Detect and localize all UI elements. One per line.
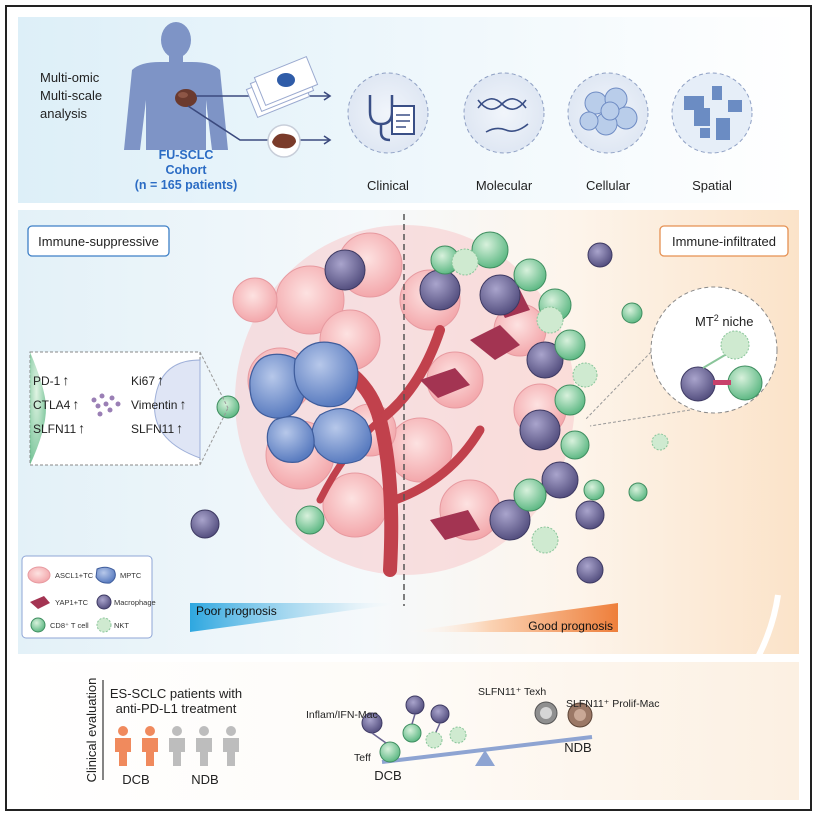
left-marker-ctla4: CTLA4↑	[33, 396, 79, 412]
up-arrow-icon: ↑	[176, 420, 183, 436]
inflam-ifn-mac-label: Inflam/IFN-Mac	[306, 709, 378, 721]
poor-prognosis-wedge	[190, 603, 404, 632]
cellular-circle	[567, 72, 649, 154]
macrophage-icon	[96, 594, 112, 610]
cohort-line-3: (n = 165 patients)	[135, 178, 237, 192]
left-marker-slfn11: SLFN11↑	[33, 420, 85, 436]
cytokine-dots	[91, 393, 121, 417]
poor-prognosis-label: Poor prognosis	[196, 604, 277, 618]
right-marker-ki67: Ki67↑	[131, 372, 164, 388]
tumor-icon	[175, 89, 197, 107]
clinical-evaluation-label: Clinical evaluation	[84, 678, 99, 783]
slide-stack-icon	[245, 55, 319, 119]
molecular-circle	[463, 72, 545, 154]
modality-label-clinical: Clinical	[367, 178, 409, 193]
modality-label-cellular: Cellular	[586, 178, 631, 193]
immune-infiltrated-label: Immune-infiltrated	[672, 234, 776, 249]
up-arrow-icon: ↑	[62, 372, 69, 388]
cohort-line-2: Cohort	[166, 163, 208, 177]
mt2-niche-label: MT2 niche	[695, 313, 754, 329]
seesaw-dcb-label: DCB	[374, 768, 401, 783]
tumor-mass	[190, 214, 669, 606]
good-prognosis-label: Good prognosis	[528, 619, 613, 633]
nkt-cells	[451, 248, 669, 554]
dcb-person-icon	[115, 726, 131, 766]
cd8-t-cells	[216, 231, 648, 535]
teff-label: Teff	[354, 752, 371, 764]
dna-helix-icon	[477, 98, 529, 133]
up-arrow-icon: ↑	[179, 396, 186, 412]
left-marker-pd1: PD-1↑	[33, 372, 69, 388]
seesaw-pivot-icon	[475, 750, 495, 766]
ascl1-tumor-cell-icon	[27, 566, 51, 584]
slfn11-prolif-mac-label: SLFN11⁺ Prolif-Mac	[566, 698, 659, 710]
up-arrow-icon: ↑	[157, 372, 164, 388]
mptc-icon	[95, 566, 116, 584]
analysis-line-1: Multi-omic	[40, 70, 100, 85]
spatial-map-icon	[684, 86, 742, 140]
mt2-niche-circle	[584, 286, 778, 427]
ndb-group-label: NDB	[191, 772, 218, 787]
seesaw-ndb-label: NDB	[564, 740, 591, 755]
legend-label-macrophage: Macrophage	[114, 598, 156, 607]
seesaw-beam	[381, 735, 593, 764]
cd8-t-cell-icon	[30, 617, 46, 633]
immune-suppressive-box	[27, 225, 170, 257]
cell-cluster-icon	[579, 87, 638, 136]
tissue-sample-icon	[267, 124, 301, 158]
nkt-cell-icon	[96, 617, 112, 633]
patient-icons	[115, 726, 239, 766]
legend-label-ascl1: ASCL1+TC	[55, 571, 94, 580]
up-arrow-icon: ↑	[78, 420, 85, 436]
right-marker-vimentin: Vimentin↑	[131, 396, 186, 412]
patients-title-line-2: anti-PD-L1 treatment	[116, 701, 237, 716]
dcb-person-icon	[142, 726, 158, 766]
spatial-circle	[671, 72, 753, 154]
dcb-group-label: DCB	[122, 772, 149, 787]
slfn11-texh-label: SLFN11⁺ Texh	[478, 686, 546, 698]
legend-label-yap1: YAP1+TC	[55, 598, 89, 607]
legend-label-cd8: CD8⁺ T cell	[50, 621, 89, 630]
legend-label-mptc: MPTC	[120, 571, 142, 580]
teff-cell-icon	[379, 741, 401, 763]
macrophages-in-tumor	[190, 242, 613, 584]
clipboard-icon	[391, 105, 415, 135]
ndb-person-icon	[196, 726, 212, 766]
patient-silhouette-icon	[124, 22, 228, 150]
analysis-line-3: analysis	[40, 106, 87, 121]
immune-suppressive-label: Immune-suppressive	[38, 234, 159, 249]
cell-type-legend: ASCL1+TC MPTC YAP1+TC Macrophage CD8⁺ T …	[21, 555, 156, 639]
analysis-line-2: Multi-scale	[40, 88, 102, 103]
modality-label-spatial: Spatial	[692, 178, 732, 193]
cohort-line-1: FU-SCLC	[159, 148, 214, 162]
seesaw	[361, 695, 593, 766]
immune-infiltrated-box	[659, 225, 789, 257]
up-arrow-icon: ↑	[72, 396, 79, 412]
legend-label-nkt: NKT	[114, 621, 129, 630]
clinical-circle	[347, 72, 429, 154]
mptc-cells	[249, 341, 372, 465]
ndb-person-icon	[223, 726, 239, 766]
yap1-tumor-cell-icon	[30, 596, 50, 609]
good-prognosis-wedge	[404, 603, 618, 632]
patients-title-line-1: ES-SCLC patients with	[110, 686, 242, 701]
right-marker-slfn11: SLFN11↑	[131, 420, 183, 436]
modality-label-molecular: Molecular	[476, 178, 533, 193]
marker-inset	[29, 351, 229, 466]
ndb-person-icon	[169, 726, 185, 766]
